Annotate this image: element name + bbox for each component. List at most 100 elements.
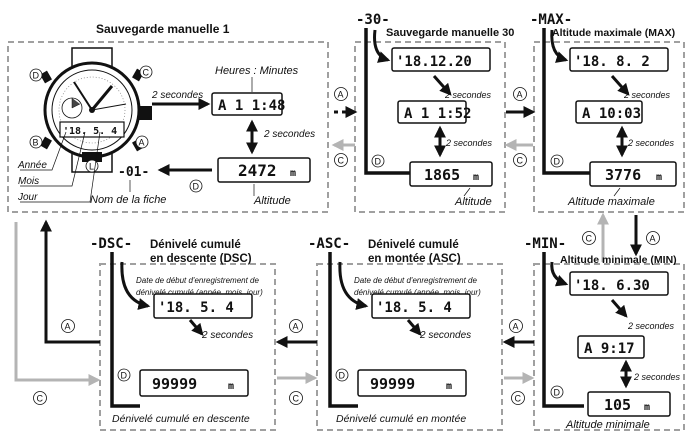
svg-text:A 10:03: A 10:03	[582, 106, 641, 122]
max-lcd-date	[569, 47, 669, 72]
svg-text:105: 105	[604, 396, 631, 414]
manual30-title: Sauvegarde manuelle 30	[386, 27, 514, 39]
asc-lcd-date	[371, 293, 471, 319]
svg-text:C: C	[517, 156, 524, 166]
asc-bracket	[328, 252, 358, 408]
asc-two-seconds: 2 secondes	[419, 330, 471, 341]
asc-note-line2: dénivelé cumulé (année, mois, jour)	[354, 288, 481, 297]
asc-title-line1: Dénivelé cumulé	[368, 239, 459, 251]
svg-text:D: D	[375, 157, 382, 167]
panel-asc-border	[316, 263, 503, 431]
svg-text:C: C	[586, 234, 593, 244]
button-c-max-to-30: C	[513, 153, 527, 167]
asc-tag: -ASC-	[308, 236, 350, 252]
svg-text:A: A	[650, 234, 656, 244]
svg-text:C: C	[143, 68, 150, 78]
manual1-lcd-altitude	[217, 157, 311, 183]
svg-text:A: A	[513, 322, 519, 332]
svg-text:C: C	[338, 156, 345, 166]
svg-text:D: D	[339, 371, 346, 381]
manual1-button-d: D	[189, 179, 203, 193]
svg-text:A 1 1:48: A 1 1:48	[218, 98, 285, 114]
svg-text:C: C	[37, 394, 44, 404]
max-two-seconds-a: 2 secondes	[623, 90, 671, 100]
svg-text:C: C	[515, 394, 522, 404]
button-a-1-to-30: A	[334, 87, 348, 101]
day-label: Jour	[17, 192, 38, 203]
manual1-title: Sauvegarde manuelle 1	[96, 22, 230, 36]
asc-note-line1: Date de début d'enregistrement de	[354, 276, 477, 285]
svg-text:A: A	[65, 322, 71, 332]
svg-text:2472: 2472	[238, 161, 277, 180]
svg-text:m: m	[446, 381, 452, 392]
manual30-button-d: D	[371, 154, 385, 168]
min-title: Altitude minimale (MIN)	[560, 254, 677, 266]
dsc-title-line2: en descente (DSC)	[150, 253, 252, 265]
asc-lcd-value	[357, 369, 467, 397]
max-lcd-altitude	[589, 161, 677, 187]
svg-text:99999: 99999	[370, 375, 415, 393]
svg-text:m: m	[228, 381, 234, 392]
svg-text:m: m	[473, 172, 479, 183]
dsc-lcd-value	[139, 369, 249, 397]
manual1-record-tag: -01-	[118, 165, 149, 180]
button-c-min-to-max: C	[582, 231, 596, 245]
manual30-two-seconds-a: 2 secondes	[444, 90, 492, 100]
button-c-dsc-to-asc: C	[289, 391, 303, 405]
month-label: Mois	[18, 176, 39, 187]
min-two-seconds-a: 2 secondes	[627, 321, 675, 331]
svg-text:D: D	[554, 388, 561, 398]
svg-text:A 1 1:52: A 1 1:52	[404, 106, 471, 122]
svg-text:1865: 1865	[424, 166, 460, 184]
min-altitude-label: Altitude minimale	[565, 419, 650, 431]
button-c-asc-to-min: C	[511, 391, 525, 405]
dsc-note-line1: Date de début d'enregistrement de	[136, 276, 259, 285]
svg-text:m: m	[290, 168, 296, 179]
min-bracket	[542, 252, 584, 408]
svg-text:m: m	[644, 402, 650, 413]
svg-text:'18.12.20: '18.12.20	[396, 54, 472, 70]
svg-text:B: B	[33, 138, 39, 148]
max-lcd-time	[575, 100, 643, 124]
watch-button-b: B	[29, 135, 43, 149]
svg-text:'18. 5. 4: '18. 5. 4	[158, 300, 234, 316]
min-lcd-altitude	[587, 391, 671, 417]
watch-button-c: C	[139, 65, 153, 79]
year-label: Année	[17, 160, 47, 171]
max-tag: -MAX-	[530, 12, 572, 28]
manual1-two-seconds-b: 2 secondes	[263, 129, 315, 140]
manual30-lcd-altitude	[409, 161, 493, 187]
arrow-dsc-to-manual1	[40, 219, 100, 344]
svg-text:L: L	[89, 162, 94, 172]
min-two-seconds-b: 2 secondes	[633, 372, 681, 382]
watch-date-display: '18. 5. 4	[63, 126, 117, 137]
manual1-lcd-time	[211, 92, 283, 116]
button-a-30-to-max: A	[513, 87, 527, 101]
min-lcd-date	[569, 271, 669, 296]
svg-text:D: D	[33, 71, 40, 81]
button-c-30-to-1: C	[334, 153, 348, 167]
dsc-note-line2: dénivelé cumulé (année, mois, jour)	[136, 288, 263, 297]
manual30-bracket	[364, 28, 410, 175]
button-c-manual1-to-dsc: C	[33, 391, 47, 405]
svg-text:99999: 99999	[152, 375, 197, 393]
svg-text:A: A	[338, 90, 344, 100]
svg-text:'18. 8. 2: '18. 8. 2	[574, 54, 650, 70]
manual1-two-seconds-a: 2 secondes	[151, 90, 203, 101]
dsc-tag: -DSC-	[90, 236, 132, 252]
asc-value-label: Dénivelé cumulé en montée	[336, 413, 466, 425]
panel-manual30-border	[354, 41, 506, 213]
watch-button-d: D	[29, 68, 43, 82]
button-a-min-to-asc: A	[509, 319, 523, 333]
min-tag: -MIN-	[524, 236, 566, 252]
dsc-button-d: D	[117, 368, 131, 382]
svg-text:A: A	[293, 322, 299, 332]
panel-min-border	[533, 263, 685, 431]
max-button-d: D	[550, 154, 564, 168]
svg-text:'18. 6.30: '18. 6.30	[574, 278, 650, 294]
panel-max-border	[533, 41, 685, 213]
hours-minutes-label: Heures : Minutes	[215, 65, 299, 77]
arrow-manual1-to-dsc	[14, 222, 101, 386]
svg-text:m: m	[656, 172, 662, 183]
